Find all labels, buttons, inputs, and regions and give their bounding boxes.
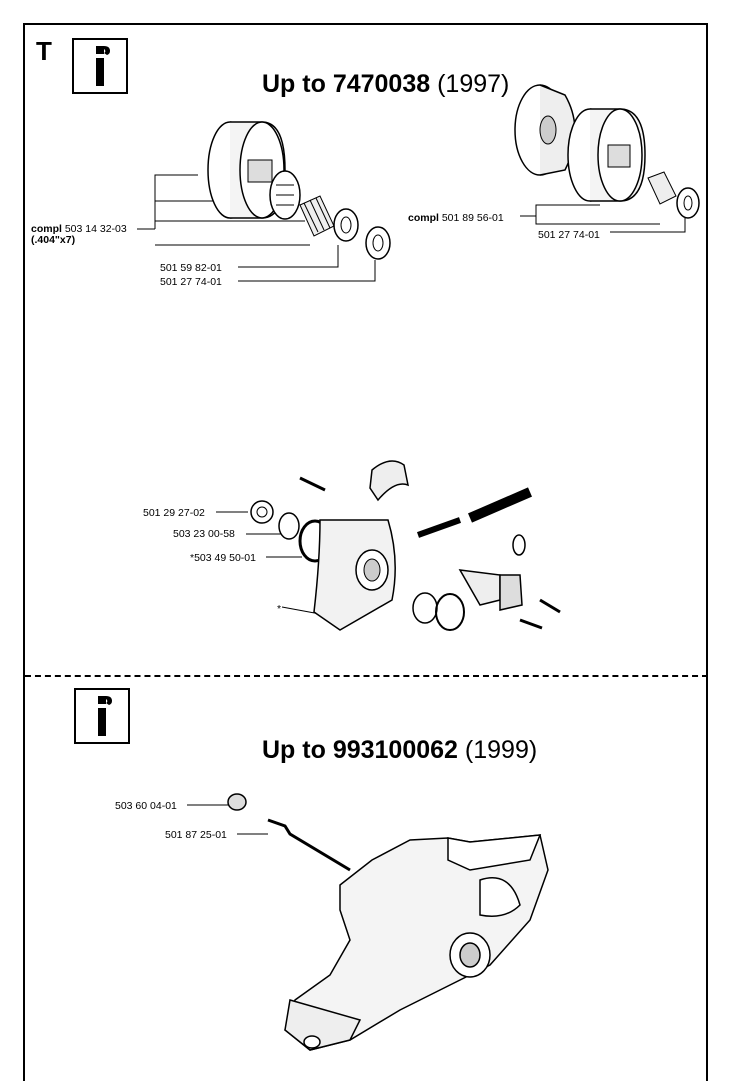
label-compl: compl bbox=[31, 223, 62, 235]
heading-year: (1999) bbox=[464, 736, 538, 764]
label-pin: 501 87 25-01 bbox=[165, 829, 227, 841]
label-bearing-left: 501 59 82-01 bbox=[160, 262, 222, 274]
leader-line bbox=[535, 216, 660, 225]
washer bbox=[412, 592, 438, 624]
pump-spring bbox=[416, 517, 462, 538]
washer-right bbox=[676, 187, 700, 219]
screw bbox=[519, 618, 543, 630]
clutch-drum-right bbox=[567, 108, 646, 202]
nut bbox=[250, 500, 274, 524]
section-letter: T bbox=[36, 36, 52, 66]
label-washer-pump: 503 23 00-58 bbox=[173, 528, 235, 540]
label-clutch-left: compl 503 14 32-03 bbox=[31, 223, 127, 235]
section-divider bbox=[25, 675, 708, 677]
handle-housing bbox=[284, 834, 549, 1051]
rim-sprocket-left bbox=[269, 170, 301, 220]
pump-piston bbox=[468, 487, 532, 523]
heading-serial: Up to 7470038 bbox=[262, 70, 431, 98]
washer-pump bbox=[278, 512, 300, 540]
label-part-number: 501 89 56-01 bbox=[441, 212, 504, 224]
label-washer-right: 501 27 74-01 bbox=[538, 229, 600, 241]
page-frame bbox=[23, 23, 708, 1081]
info-icon bbox=[72, 38, 128, 94]
needle-bearing-right bbox=[647, 171, 677, 205]
needle-bearing-left bbox=[299, 195, 335, 237]
label-clutch-right: compl 501 89 56-01 bbox=[408, 212, 504, 224]
leader-line bbox=[238, 260, 376, 282]
screw bbox=[539, 598, 561, 614]
label-oring: *503 49 50-01 bbox=[190, 552, 256, 564]
leader-line bbox=[281, 606, 321, 615]
label-cap: 503 60 04-01 bbox=[115, 800, 177, 812]
clutch-shoes-right bbox=[514, 84, 576, 176]
leader-line bbox=[238, 245, 339, 268]
cap bbox=[227, 793, 247, 811]
label-compl: compl bbox=[408, 212, 439, 224]
heading-year: (1997) bbox=[437, 70, 510, 98]
heading-serial: Up to 993100062 bbox=[262, 736, 458, 764]
label-pump-star: * bbox=[277, 603, 282, 615]
oring bbox=[435, 593, 465, 631]
label-washer-left: 501 27 74-01 bbox=[160, 276, 222, 288]
leader-line bbox=[520, 204, 600, 217]
oil-pump-body bbox=[313, 519, 396, 631]
washer-left bbox=[365, 226, 391, 260]
leader-line bbox=[154, 174, 198, 229]
section-heading-1997: Up to 7470038 (1997) bbox=[262, 70, 509, 99]
leader-line bbox=[610, 215, 686, 233]
guide-plate bbox=[369, 460, 410, 502]
washer-left bbox=[333, 208, 359, 242]
pump-screw bbox=[299, 476, 326, 492]
spring bbox=[512, 534, 526, 556]
pin bbox=[267, 818, 351, 872]
section-heading-1999: Up to 993100062 (1999) bbox=[262, 736, 537, 765]
label-part-number: 503 14 32-03 bbox=[64, 223, 127, 235]
label-nut: 501 29 27-02 bbox=[143, 507, 205, 519]
label-clutch-size: (.404"x7) bbox=[31, 234, 76, 246]
info-icon bbox=[74, 688, 130, 744]
bracket bbox=[458, 569, 501, 606]
adjuster bbox=[499, 574, 523, 611]
